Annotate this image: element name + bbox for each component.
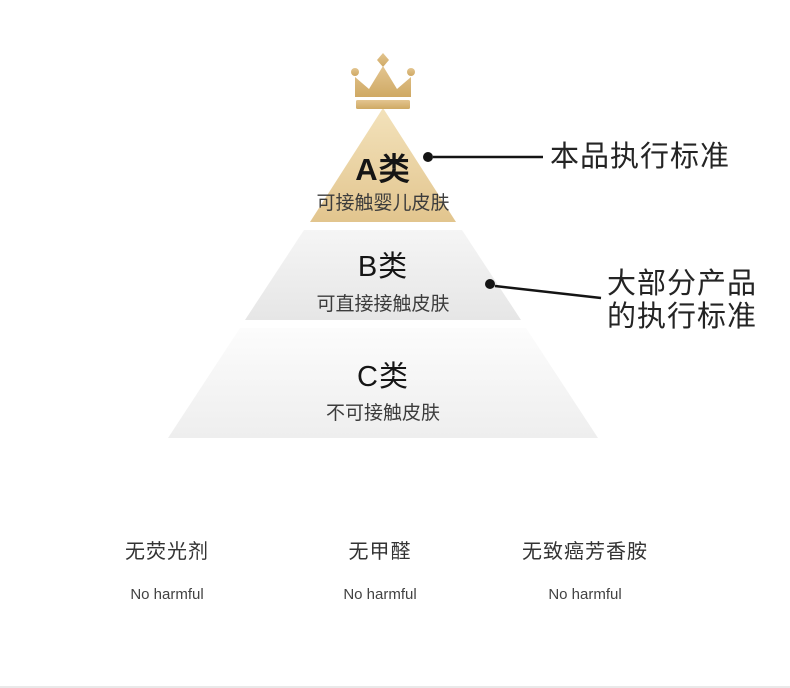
callout-b-text: 大部分产品 的执行标准 [607,268,757,334]
feature-zh-label: 无甲醛 [348,541,412,563]
callout-line-b [494,284,602,300]
tier-c-desc: 不可接触皮肤 [325,403,440,424]
pyramid-tier-b [245,230,521,320]
feature-zh-label: 无致癌芳香胺 [522,541,648,563]
pyramid-tier-c [168,328,598,438]
crown-icon [351,53,415,109]
bottom-divider [0,686,790,688]
callout-a-text: 本品执行标准 [550,141,731,173]
feature-no-fluorescent: 无荧光剂 No harmful [125,535,209,603]
tier-b-grade: B类 [357,251,409,283]
tier-b-desc: 可直接接触皮肤 [316,294,450,315]
feature-en-label: No harmful [548,586,622,603]
callout-b-line1: 大部分产品 [607,268,758,300]
feature-en-label: No harmful [343,586,417,603]
callout-dot-a [423,152,433,162]
tier-a-desc: 可接触婴儿皮肤 [316,193,450,214]
feature-en-label: No harmful [130,586,204,603]
feature-no-aromatic-amines: 无致癌芳香胺 No harmful [522,535,648,603]
callout-dot-b [485,279,495,289]
tier-a-grade: A类 [355,152,411,187]
pyramid-graphic [168,53,602,438]
callout-b-line2: 的执行标准 [607,301,758,333]
feature-claims: 无荧光剂 No harmful 无甲醛 No harmful 无致癌芳香胺 No… [0,535,790,605]
feature-no-formaldehyde: 无甲醛 No harmful [343,535,416,603]
feature-zh-label: 无荧光剂 [125,541,209,563]
tier-c-grade: C类 [357,361,409,393]
pyramid-tier-a [310,108,456,222]
